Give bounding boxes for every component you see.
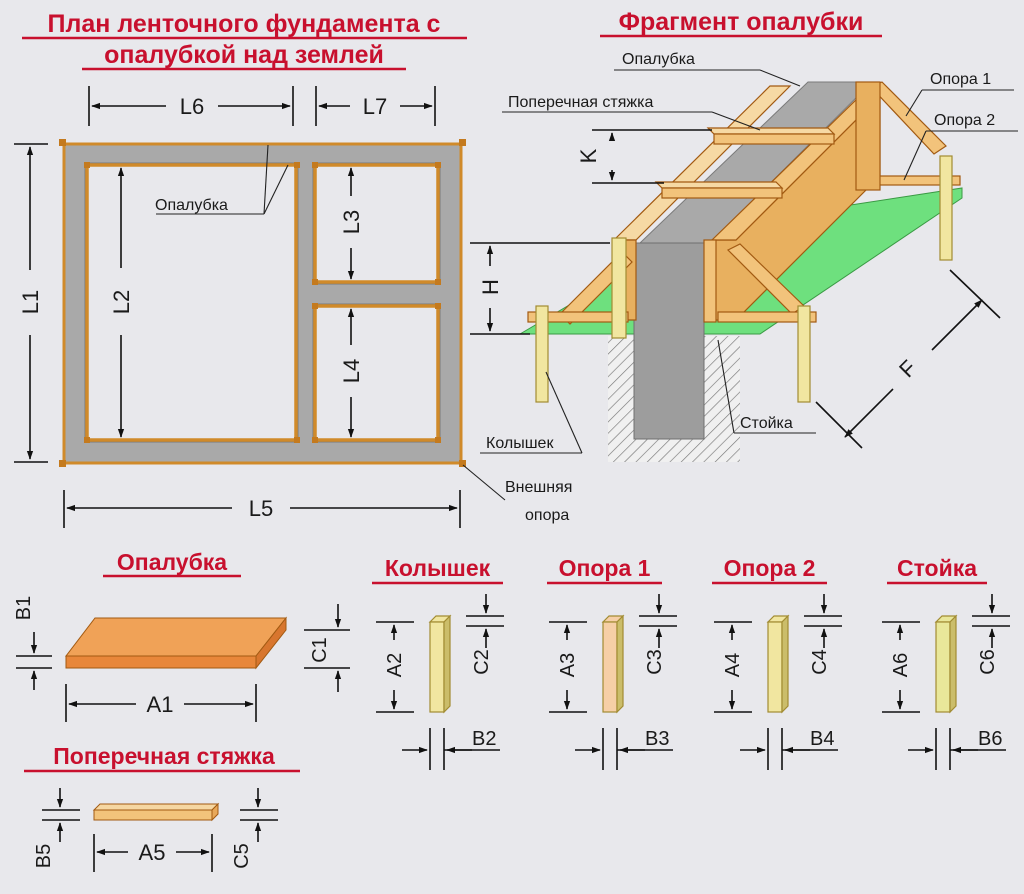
dim-L1: L1 (18, 290, 43, 314)
plan-title-line2: опалубкой над землей (104, 41, 384, 69)
dim-B4: B4 (810, 728, 834, 750)
dim-C6: C6 (977, 649, 999, 675)
dim-B2: B2 (472, 728, 496, 750)
left-post (611, 237, 627, 339)
dim-C2: C2 (471, 649, 493, 675)
part-crossbar: Поперечная стяжка B5 C5 A5 (24, 743, 300, 872)
cross-tie-1 (706, 127, 836, 135)
fragment-title: Фрагмент опалубки (600, 8, 882, 38)
fragment-label-support1: Опора 1 (930, 71, 991, 88)
dim-H: H (478, 279, 503, 295)
part-kolyshek-body (429, 621, 445, 713)
part-opora-2-body (767, 621, 783, 713)
cross-tie-2 (654, 181, 784, 189)
plan-title-line1: План ленточного фундамента с (48, 10, 441, 38)
part-opora-2-title: Опора 2 (724, 555, 816, 581)
plan-view: L6 L7 L1 L2 L3 L4 L5 Опалубка (14, 86, 572, 528)
fragment-label-cross-tie: Поперечная стяжка (508, 94, 653, 111)
part-board-title: Опалубка (117, 549, 227, 575)
plan-room-top-right (313, 163, 440, 284)
part-board: Опалубка B1 C1 A1 (13, 549, 350, 722)
fragment-concrete-section (633, 242, 705, 440)
dim-L4: L4 (339, 359, 364, 383)
rear-post (855, 81, 881, 191)
formwork-fragment: H K F Опалубка Поперечная стяжка Опора 1… (470, 51, 1018, 462)
dim-K: K (576, 148, 601, 163)
part-opora-1-title: Опора 1 (559, 555, 651, 581)
left-stake (535, 305, 549, 403)
dim-C4: C4 (809, 649, 831, 675)
fragment-title-text: Фрагмент опалубки (619, 8, 864, 36)
dim-C3: C3 (644, 649, 666, 675)
plan-label-formwork: Опалубка (155, 197, 228, 214)
right-stake (797, 305, 811, 403)
dim-B3: B3 (645, 728, 669, 750)
plan-room-bottom-right (313, 304, 440, 442)
dim-L7: L7 (363, 94, 387, 119)
dim-L5: L5 (249, 496, 273, 521)
plan-title: План ленточного фундамента с опалубкой н… (22, 10, 467, 71)
part-opora-1-body (602, 621, 618, 713)
dim-L2: L2 (109, 290, 134, 314)
fragment-label-support2: Опора 2 (934, 112, 995, 129)
plan-label-outer-support-2: опора (525, 507, 569, 524)
rear-stake (939, 155, 953, 261)
fragment-label-formwork: Опалубка (622, 51, 695, 68)
dim-L3: L3 (339, 210, 364, 234)
right-horizontal-brace (717, 311, 817, 323)
dim-C5: C5 (231, 843, 253, 869)
plan-corner-stakes (59, 139, 466, 467)
fragment-label-stake: Колышек (486, 435, 554, 452)
plan-room-left (85, 163, 298, 442)
dim-A1: A1 (147, 692, 174, 717)
dim-A6: A6 (890, 653, 912, 677)
part-crossbar-title: Поперечная стяжка (53, 743, 275, 769)
dim-A2: A2 (384, 653, 406, 677)
dim-B5: B5 (33, 844, 55, 868)
dim-F: F (894, 355, 921, 382)
part-stoika-body (935, 621, 951, 713)
dim-A4: A4 (722, 653, 744, 677)
part-kolyshek-title: Колышек (385, 555, 491, 581)
front-right-board (703, 239, 717, 323)
dim-B1: B1 (13, 596, 35, 620)
dim-A5: A5 (139, 840, 166, 865)
fragment-label-post: Стойка (740, 415, 793, 432)
dim-A3: A3 (557, 653, 579, 677)
part-stoika-title: Стойка (897, 555, 977, 581)
dim-C1: C1 (309, 637, 331, 663)
plan-label-outer-support-1: Внешняя (505, 479, 572, 496)
dim-B6: B6 (978, 728, 1002, 750)
plan-outer-formwork (62, 142, 463, 465)
left-horizontal-brace (527, 311, 629, 323)
dim-L6: L6 (180, 94, 204, 119)
